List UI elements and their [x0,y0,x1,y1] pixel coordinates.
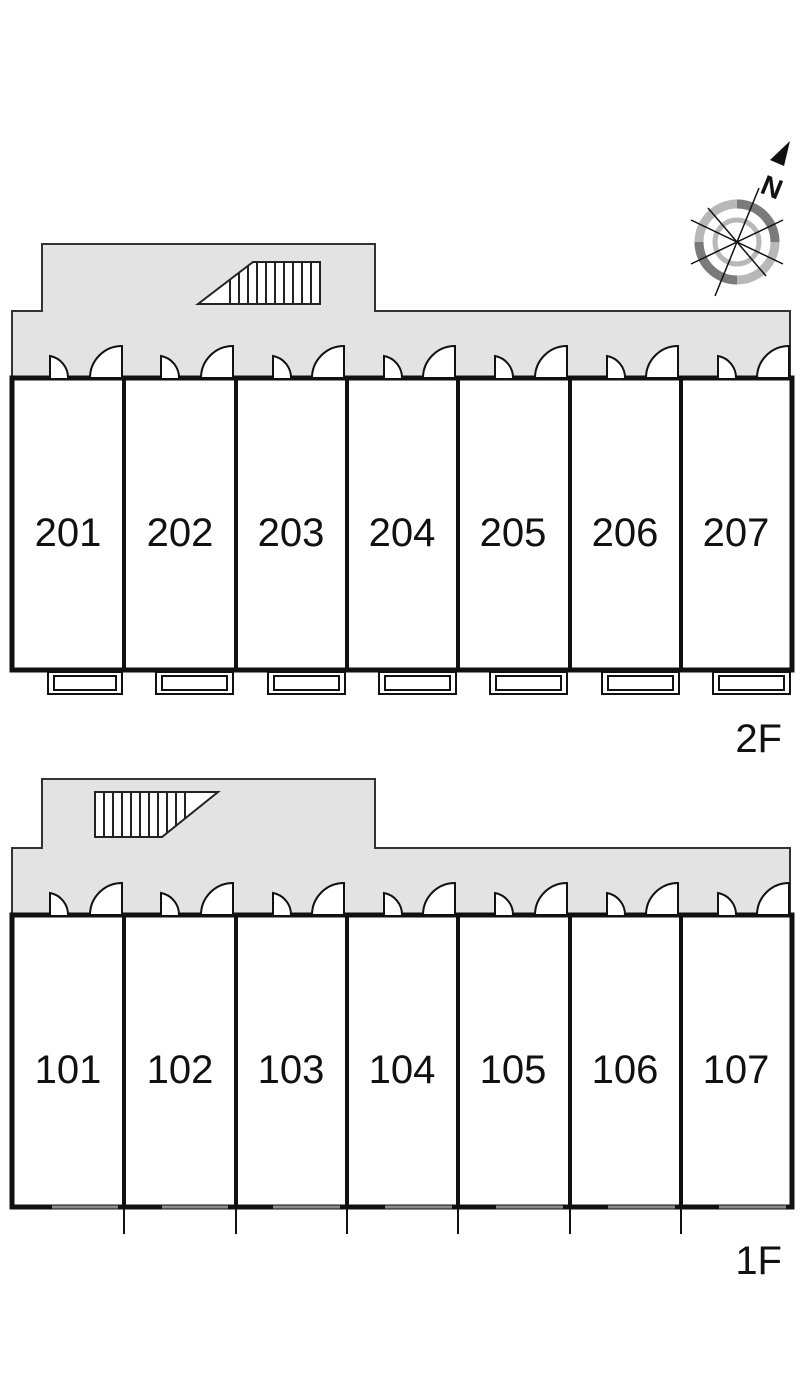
floor-label-1f: 1F [735,1239,782,1283]
unit-label: 103 [258,1048,325,1092]
unit-label: 101 [35,1048,102,1092]
unit-label: 202 [147,511,214,555]
floor-1f-unit-block [9,912,795,1210]
unit-label: 107 [703,1048,770,1092]
floor-1f-doors [49,881,790,916]
unit-label: 206 [592,511,659,555]
floor-2f-staircase [195,261,321,305]
north-label: N [757,169,787,205]
floor-2f-doors [49,344,790,379]
floor-1f-plan: 101 102 103 104 105 106 107 1F [9,778,795,1283]
floor-2f-plan: 201 202 203 204 205 206 207 2F [9,243,795,761]
unit-label: 104 [369,1048,436,1092]
unit-label: 102 [147,1048,214,1092]
unit-label: 204 [369,511,436,555]
unit-label: 205 [480,511,547,555]
unit-label: 106 [592,1048,659,1092]
unit-label: 105 [480,1048,547,1092]
floor-1f-staircase [94,791,221,838]
floor-2f-balconies [47,671,791,695]
floor-2f-unit-block [9,375,795,673]
unit-label: 203 [258,511,325,555]
unit-label: 207 [703,511,770,555]
unit-label: 201 [35,511,102,555]
compass-icon: N [690,141,790,297]
floor-label-2f: 2F [735,717,782,761]
